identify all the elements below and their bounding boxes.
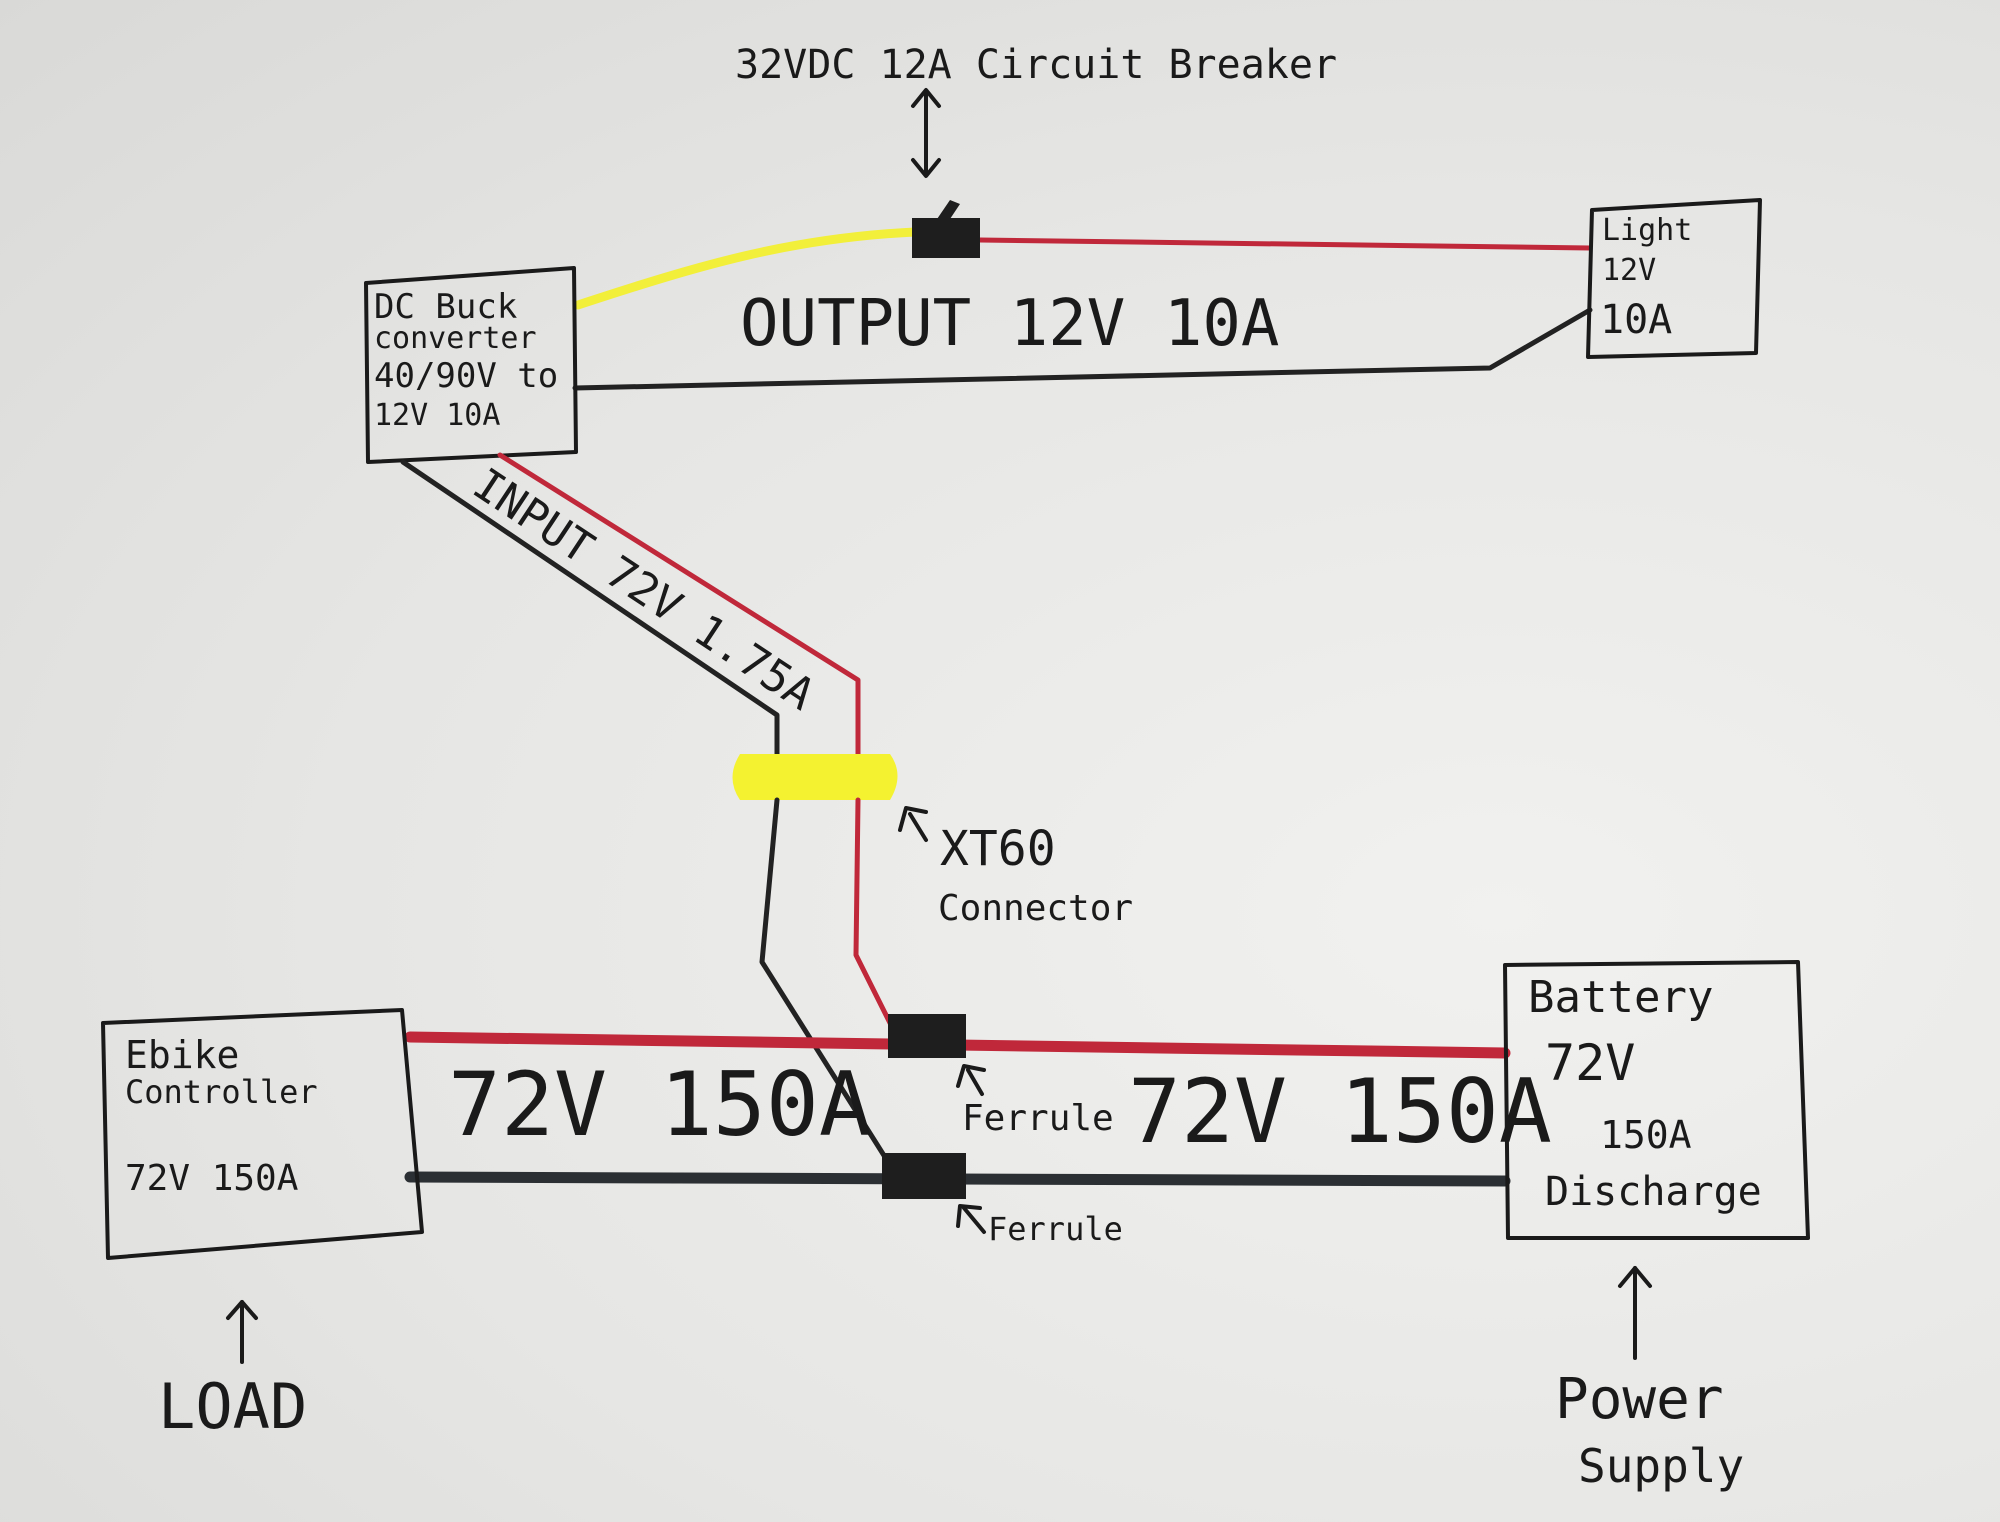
load-label: LOAD xyxy=(158,1370,307,1443)
controller-rating: 72V 150A xyxy=(125,1158,299,1199)
input-label: INPUT 72V 1.75A xyxy=(464,459,824,721)
output-positive-wire xyxy=(977,237,1593,251)
yellow-wire xyxy=(573,227,920,310)
main-right-label: 72V 150A xyxy=(1128,1060,1552,1163)
circuit-breaker xyxy=(912,200,980,258)
buck-converter-label: DC Buck converter 40/90V to 12V 10A xyxy=(374,287,579,433)
ferrule-top-label: Ferrule xyxy=(962,1098,1114,1139)
light-label: Light 12V 10A xyxy=(1600,213,1702,343)
xt60-label: XT60 Connector xyxy=(938,821,1133,929)
output-negative-wire xyxy=(572,307,1593,391)
breaker-label: 32VDC 12A Circuit Breaker xyxy=(735,42,1337,88)
ferrule-top-arrow xyxy=(956,1064,986,1096)
battery-label: Battery 72V 150A Discharge xyxy=(1528,972,1762,1215)
breaker-double-arrow xyxy=(911,88,941,178)
supply-arrow xyxy=(1618,1266,1652,1360)
ferrule-positive xyxy=(888,1014,966,1058)
output-label: OUTPUT 12V 10A xyxy=(740,287,1279,361)
buck-converter: DC Buck converter 40/90V to 12V 10A xyxy=(364,266,579,464)
ebike-controller: Ebike Controller 72V 150A xyxy=(101,1008,424,1260)
ferrule-bottom-arrow xyxy=(956,1204,986,1234)
input-negative-wire-upper xyxy=(400,459,780,763)
xt60-arrow xyxy=(898,806,928,842)
xt60-connector xyxy=(732,754,898,800)
controller-label: Ebike Controller xyxy=(125,1033,318,1111)
battery: Battery 72V 150A Discharge xyxy=(1503,960,1810,1240)
ferrule-negative xyxy=(882,1153,966,1199)
light: Light 12V 10A xyxy=(1586,198,1762,359)
main-left-label: 72V 150A xyxy=(448,1053,872,1156)
input-negative-wire-lower xyxy=(759,797,893,1168)
load-arrow xyxy=(226,1300,258,1364)
supply-label: Power Supply xyxy=(1555,1367,1744,1493)
input-positive-wire-upper xyxy=(497,452,861,763)
ferrule-bottom-label: Ferrule xyxy=(988,1210,1123,1248)
input-positive-wire-lower xyxy=(853,797,898,1036)
